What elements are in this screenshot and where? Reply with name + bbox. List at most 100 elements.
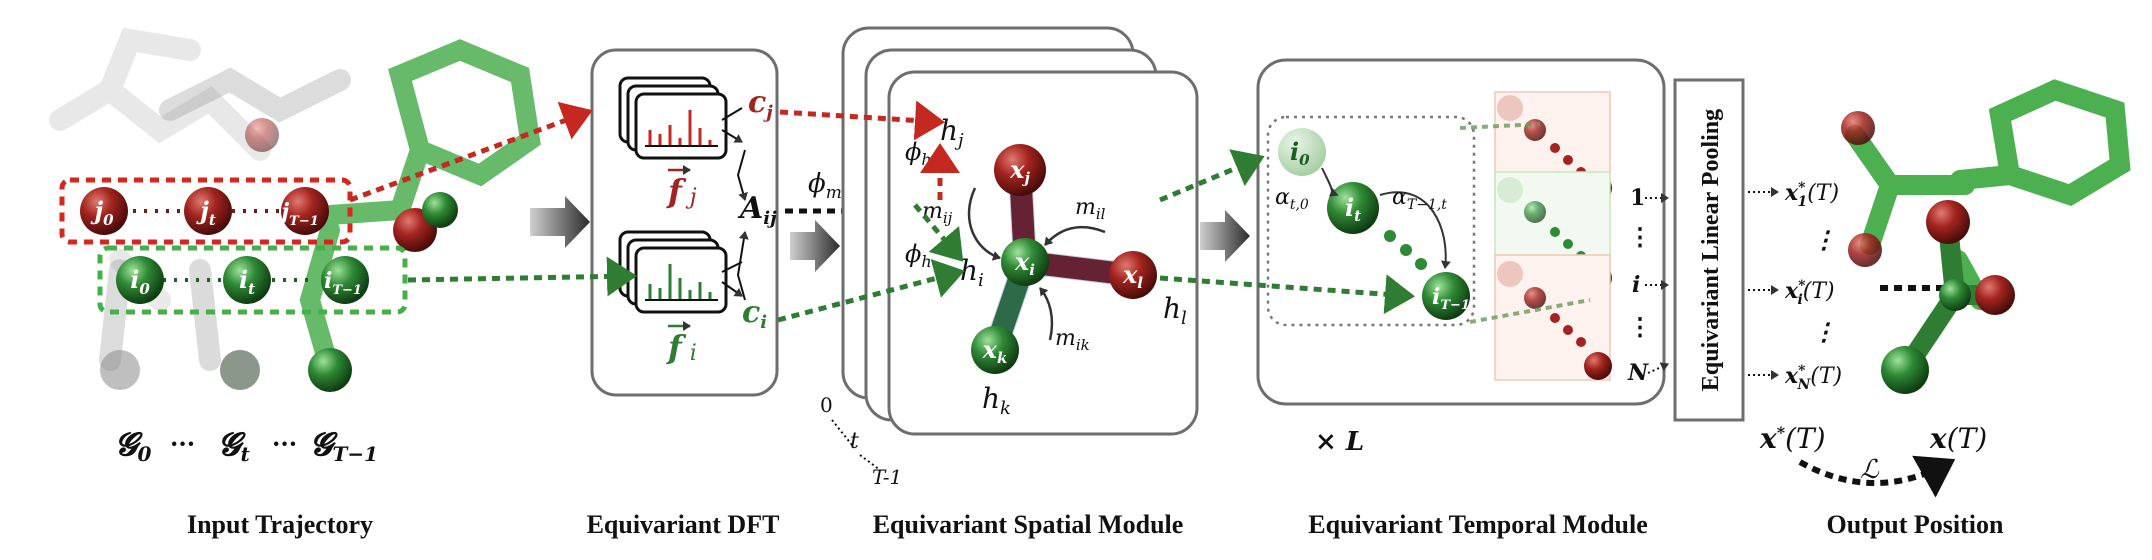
A-connector-top [736, 149, 748, 201]
svg-text:cj: cj [748, 85, 773, 123]
i0-base: i [1290, 137, 1299, 166]
svg-text:xj: xj [1009, 155, 1030, 187]
phi-h-top-sub: h [921, 150, 931, 169]
red-node-subscript: T−1 [289, 214, 319, 229]
graph-sub-0: 0 [137, 442, 151, 466]
svg-text:Aij: Aij [737, 191, 777, 229]
green-node-label: i [324, 268, 332, 294]
svg-text:jt: jt [196, 196, 216, 229]
hi-sub: i [978, 270, 984, 291]
outN-star: * [1798, 363, 1806, 379]
it-sub: t [1354, 207, 1361, 225]
i0-sub: 0 [1299, 151, 1310, 169]
output-molecule [1841, 79, 2131, 394]
cj-connector [721, 107, 742, 142]
svg-text:ϕm: ϕm [808, 169, 842, 203]
pooling-bar: Equivariant Linear Pooling [1673, 78, 1745, 422]
node-xl: xl [1109, 251, 1157, 299]
svg-text:hl: hl [1163, 292, 1187, 329]
svg-text:x*(T): x*(T) [1759, 422, 1826, 455]
svg-text:𝓖0: 𝓖0 [115, 425, 151, 466]
ci-base: c [742, 295, 760, 330]
sequence-row-N [1494, 254, 1612, 381]
temporal-panel: i0 it iT−1 αt,0 αT−1,t [1256, 58, 1669, 457]
caption-input-trajectory: Input Trajectory [187, 510, 373, 539]
hj-sub: j [954, 130, 964, 151]
svg-text:iT−1: iT−1 [1432, 284, 1470, 313]
svg-text:i0: i0 [1290, 137, 1310, 169]
phi-h-bottom-base: ϕ [905, 240, 921, 268]
outN-arg: (T) [1810, 364, 1842, 389]
graph-sub-T-1: T−1 [332, 442, 378, 466]
alpha2-base: α [1392, 185, 1407, 210]
xj-base: x [1009, 155, 1025, 184]
alpha1-sub: t,0 [1290, 197, 1309, 213]
cj-base: c [748, 85, 766, 120]
node-xi: xi [1001, 238, 1049, 286]
message-arc-ik [1039, 287, 1054, 341]
xk-sub: k [997, 349, 1007, 367]
iT-sub: T−1 [1440, 298, 1470, 313]
temporal-node-iT-1 [1422, 272, 1470, 320]
outN-base: x [1784, 363, 1799, 389]
red-dashed-arrows [349, 100, 960, 203]
out1-arg: (T) [1807, 181, 1839, 206]
mik-base: m [1055, 326, 1076, 351]
A-base: A [737, 191, 763, 226]
captions: Input Trajectory Equivariant DFT Equivar… [187, 510, 2004, 539]
message-arc-ij [967, 187, 1001, 261]
xi-sub: i [1029, 261, 1035, 279]
loss-arrow [1798, 455, 1956, 498]
red-node-jT-1: jT−1 [277, 187, 329, 235]
hl-sub: l [1181, 308, 1187, 329]
graph-ellipsis-1: ··· [170, 429, 195, 458]
attention-arrow-2 [1379, 191, 1451, 269]
out1-base: x [1784, 180, 1799, 206]
green-node-subscript: T−1 [332, 283, 362, 298]
A-sub: ij [763, 208, 777, 229]
green-node-i0: i0 [116, 256, 164, 304]
fi-sub: i [690, 341, 697, 366]
row-vdots-1: ⋮ [1628, 222, 1652, 251]
svg-text:iT−1: iT−1 [324, 268, 362, 298]
temporal-node-it [1327, 182, 1379, 234]
green-node-label: i [130, 265, 139, 294]
svg-text:xl: xl [1122, 260, 1143, 292]
phi-h-top-base: ϕ [905, 138, 921, 166]
graph-labels: 𝓖0 ··· 𝓖t ··· 𝓖T−1 [115, 425, 378, 466]
svg-text:x*N(T): x*N(T) [1784, 363, 1842, 393]
fat-arrow-3 [1200, 210, 1250, 262]
out1-sub: 1 [1797, 194, 1807, 210]
phi-h-bottom-sub: h [921, 252, 931, 271]
svg-text:xk: xk [982, 335, 1008, 367]
fj-base: f [666, 172, 687, 210]
spatial-panel: 0 t T-1 xj xi xl xk [820, 26, 1199, 489]
outi-arg: (T) [1803, 279, 1835, 304]
green-spectrum-stack [618, 230, 728, 314]
it-base: i [1345, 193, 1354, 222]
hi-base: h [960, 254, 978, 287]
red-node-label: j [196, 196, 209, 225]
svg-text:fi: fi [666, 328, 697, 366]
svg-text:x*1(T): x*1(T) [1784, 180, 1839, 210]
pooling-label: Equivariant Linear Pooling [1698, 109, 1724, 391]
graph-sub-t: t [240, 442, 250, 466]
output-panel: x*1(T) ⋮ x*i(T) ⋮ x*N(T) [1748, 79, 2131, 498]
caption-dft: Equivariant DFT [587, 510, 780, 539]
phi-m-sub: m [826, 183, 842, 203]
green-molecule-ring [299, 39, 541, 380]
xl-sub: l [1137, 274, 1143, 292]
node-xj: xj [994, 144, 1046, 196]
green-node-subscript: t [248, 280, 255, 298]
out-vdots-2: ⋮ [1812, 317, 1836, 346]
cj-sub: j [763, 102, 773, 123]
hl-base: h [1163, 292, 1181, 325]
mij-sub: ij [943, 209, 953, 227]
phi-m-base: ϕ [808, 169, 826, 199]
svg-text:hk: hk [982, 382, 1011, 419]
red-node-subscript: t [209, 211, 216, 229]
node-xk: xk [971, 326, 1019, 374]
mil-sub: il [1096, 205, 1106, 223]
